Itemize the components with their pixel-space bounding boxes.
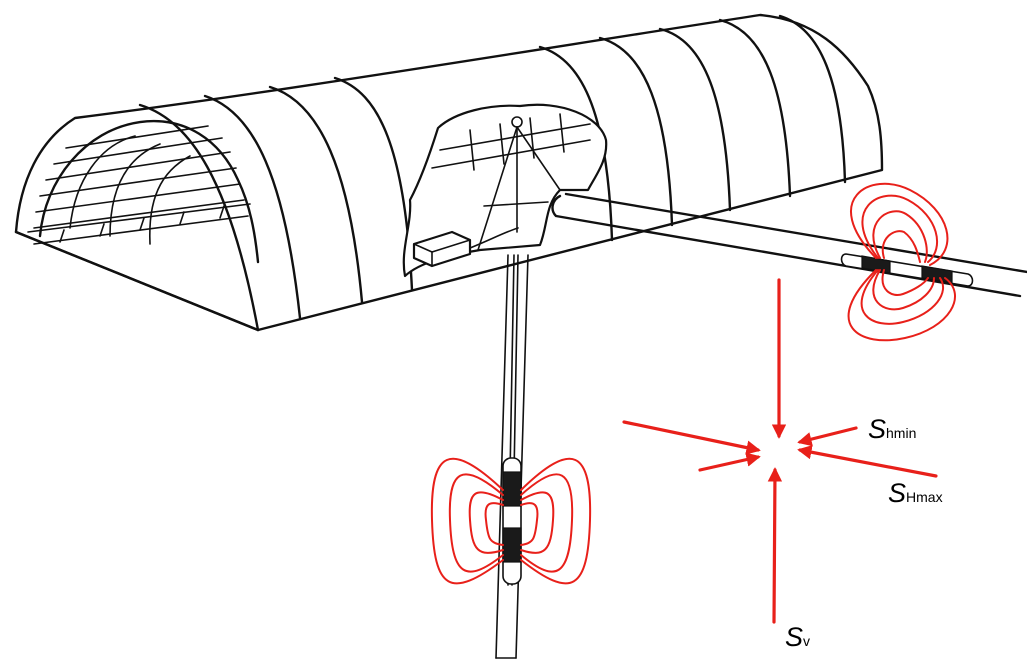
- tunnel-outline: [14, 13, 884, 332]
- stress-arrow-shmax-left: [622, 420, 761, 455]
- stress-arrows: [622, 278, 938, 624]
- label-shmax-sub: Hmax: [906, 489, 943, 505]
- tunnel-lagging-slats: [33, 125, 249, 245]
- tunnel-vault-icon: [14, 13, 884, 332]
- tunnel-floor-grid: [27, 203, 251, 243]
- vertical-field-lines: [430, 457, 592, 585]
- tunnel-bottom-rim: [14, 230, 260, 332]
- vertical-packer-upper: [502, 471, 522, 507]
- tunnel-outer-arches: [138, 14, 847, 332]
- label-sv-sub: v: [803, 633, 810, 649]
- cutaway-roof-grid: [431, 113, 591, 171]
- stress-arrow-shmin-right: [797, 426, 858, 447]
- horizontal-packer-left: [861, 255, 891, 274]
- drill-rig-icon: [477, 116, 561, 251]
- horizontal-borehole-icon: [551, 192, 1027, 298]
- horizontal-field-lines: [847, 182, 956, 342]
- label-sv: Sv: [785, 622, 810, 652]
- label-shmin: Shmin: [868, 414, 916, 444]
- label-shmin-main: S: [868, 414, 886, 444]
- equipment-box-icon: [412, 227, 519, 268]
- stress-arrow-shmin-left: [698, 452, 761, 472]
- stress-arrow-sv-bottom: [767, 467, 783, 624]
- label-shmax-main: S: [888, 478, 906, 508]
- stress-arrow-shmax-right: [797, 445, 938, 478]
- label-shmin-sub: hmin: [886, 425, 916, 441]
- vertical-packer-lower: [502, 527, 522, 563]
- label-sv-main: S: [785, 622, 803, 652]
- tunnel-portal-inner-arch: [38, 119, 260, 264]
- label-shmax: SHmax: [888, 478, 943, 508]
- vertical-borehole-icon: [495, 254, 529, 659]
